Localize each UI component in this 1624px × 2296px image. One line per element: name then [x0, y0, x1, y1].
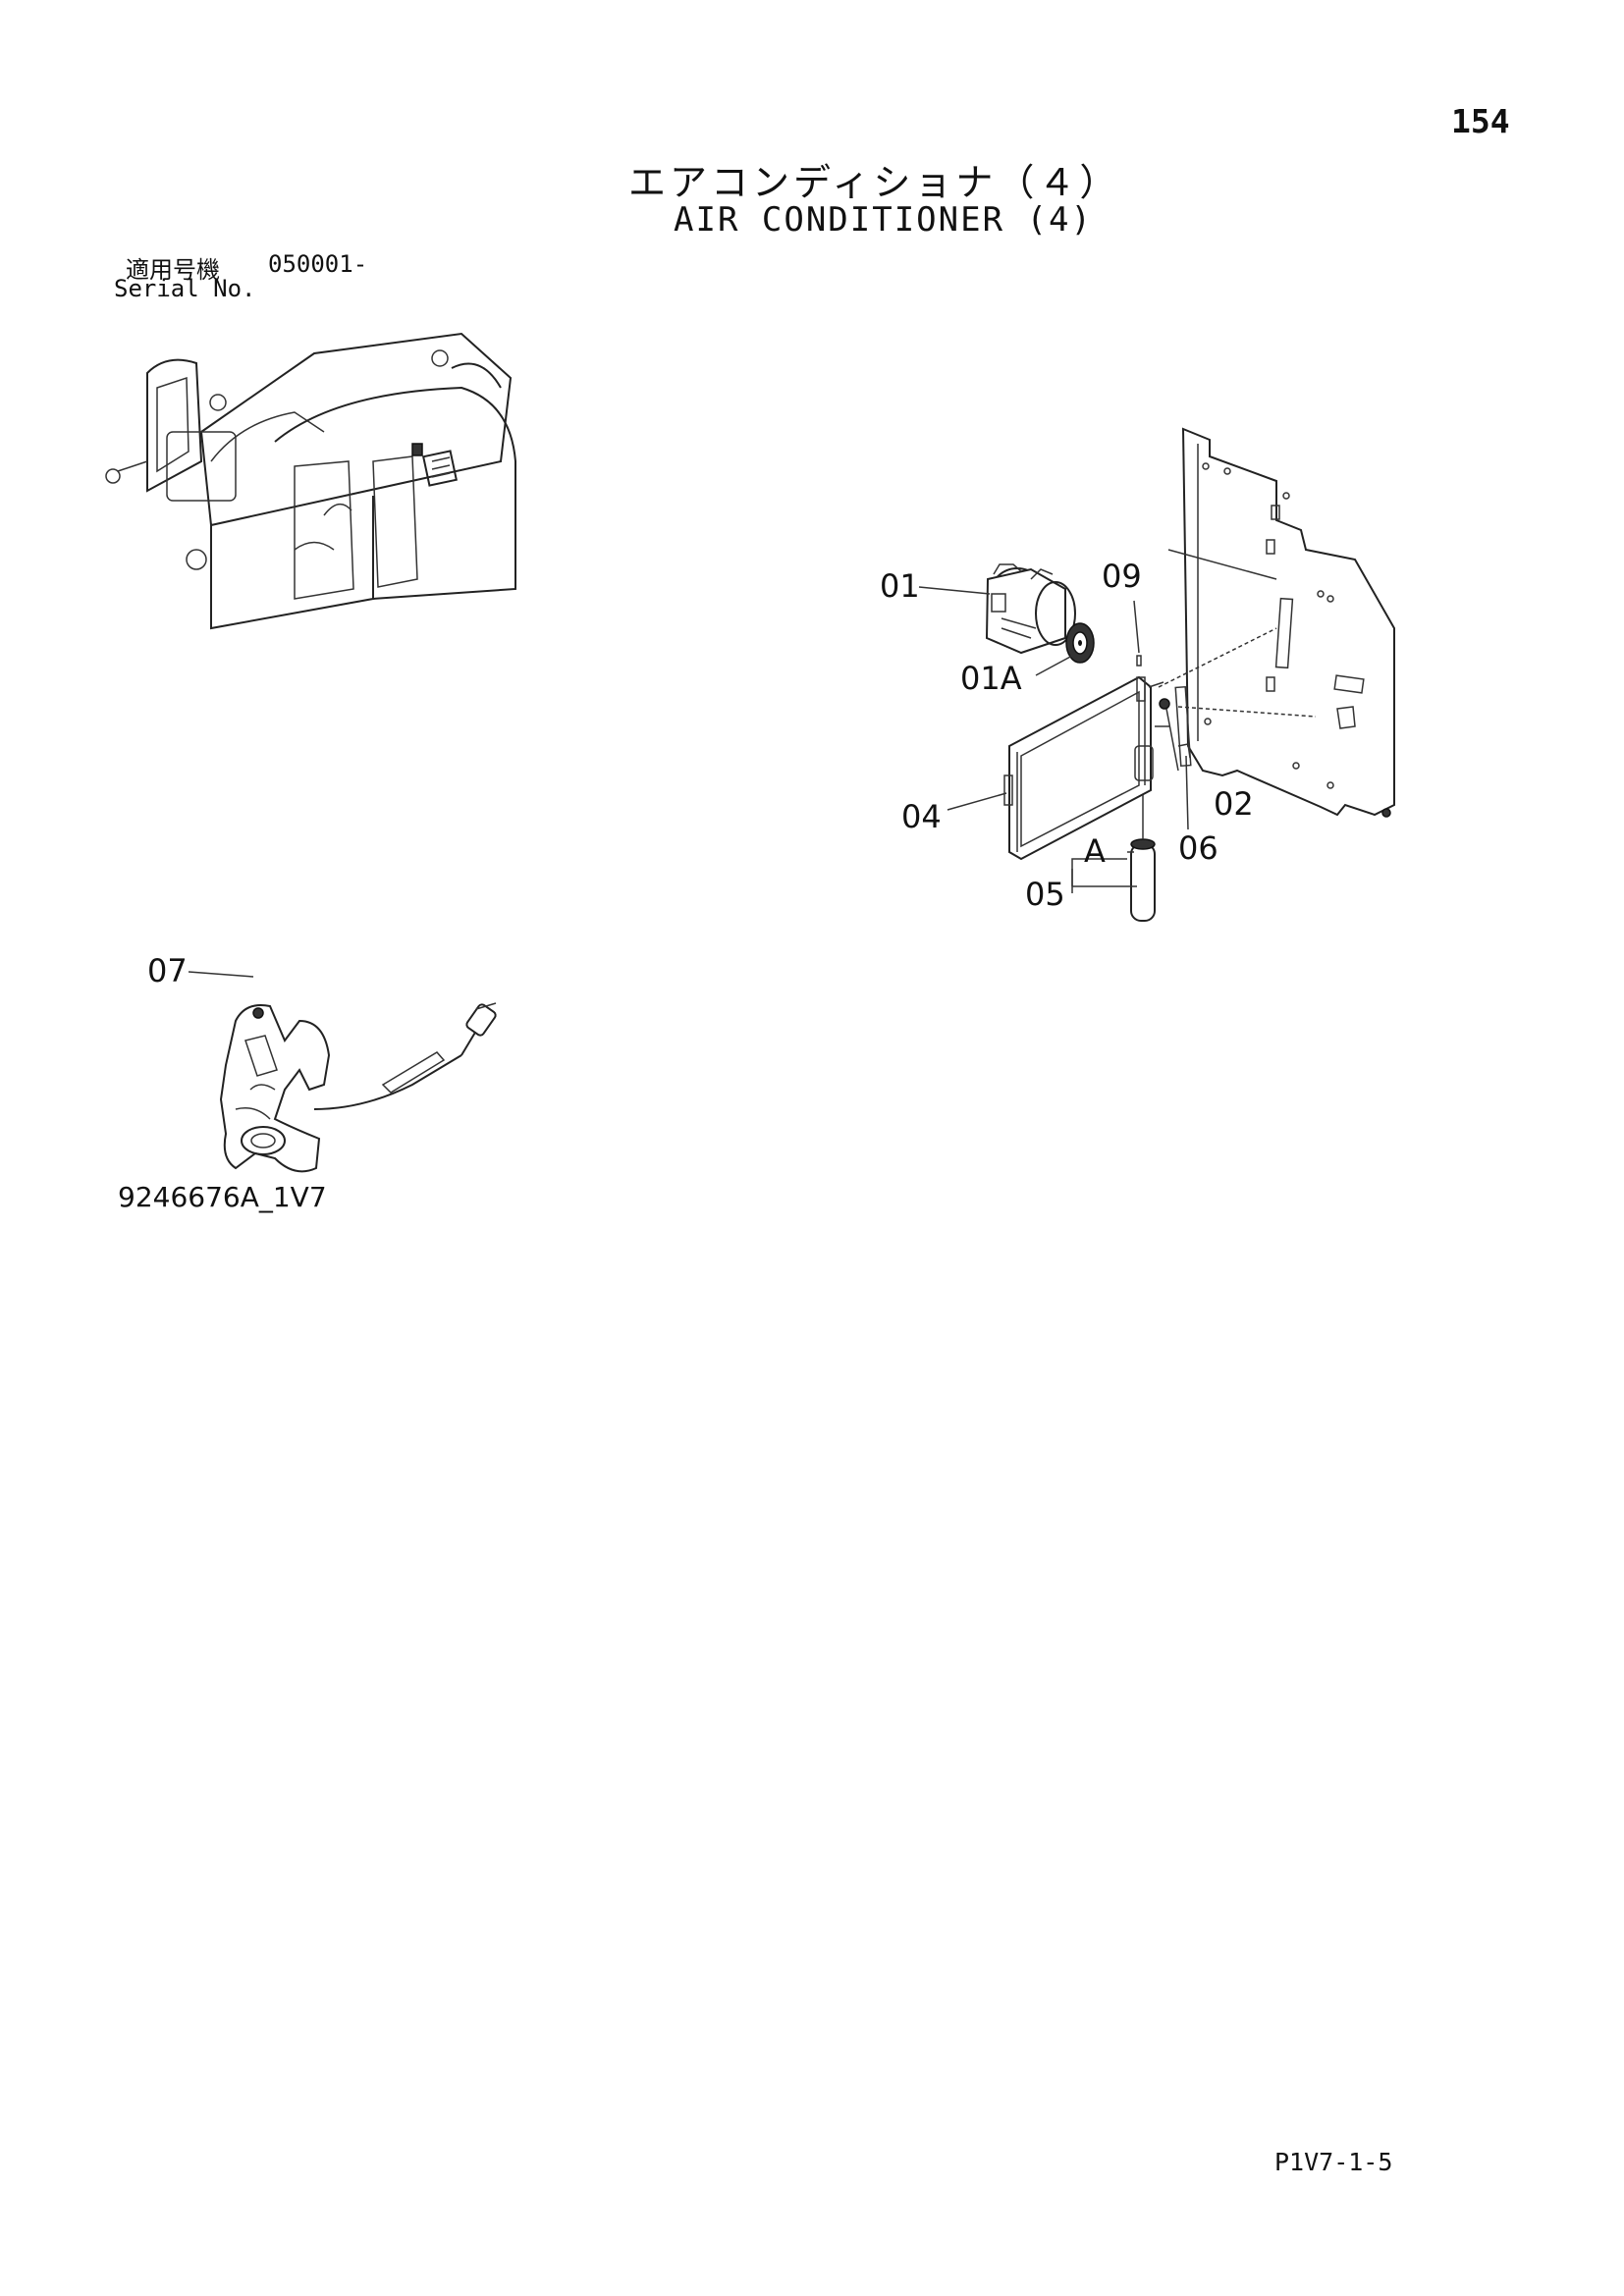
receiver-drier-illustration [1130, 795, 1156, 922]
mounting-plate-illustration [1158, 427, 1395, 818]
callout-06: 06 [1178, 829, 1218, 867]
sensor-harness-illustration [219, 1002, 497, 1173]
fitting-06-illustration [1177, 743, 1191, 759]
page-code: P1V7-1-5 [1274, 2148, 1393, 2176]
callout-01: 01 [880, 567, 920, 605]
callout-04: 04 [901, 798, 942, 835]
cab-overview-illustration [105, 332, 516, 630]
callout-01a: 01A [960, 660, 1022, 697]
condenser-illustration [1003, 655, 1170, 861]
callout-a: A [1084, 832, 1106, 870]
callout-07: 07 [147, 952, 188, 989]
serial-number-value: 050001- [268, 250, 368, 278]
serial-label-japanese: 適用号機 [126, 256, 220, 284]
compressor-illustration [985, 563, 1076, 655]
callout-09: 09 [1102, 558, 1142, 595]
page-number: 154 [1451, 102, 1510, 140]
callout-05: 05 [1025, 876, 1065, 913]
serial-label-english: Serial No. [114, 275, 256, 302]
callout-02: 02 [1214, 785, 1254, 823]
drawing-id: 9246676A_1V7 [118, 1181, 327, 1213]
callout-leader-lines [188, 586, 1189, 978]
clutch-illustration [1065, 622, 1095, 664]
page-title-english: AIR CONDITIONER (4) [674, 200, 1093, 240]
page-title-japanese: エアコンディショナ（４） [628, 161, 1121, 204]
